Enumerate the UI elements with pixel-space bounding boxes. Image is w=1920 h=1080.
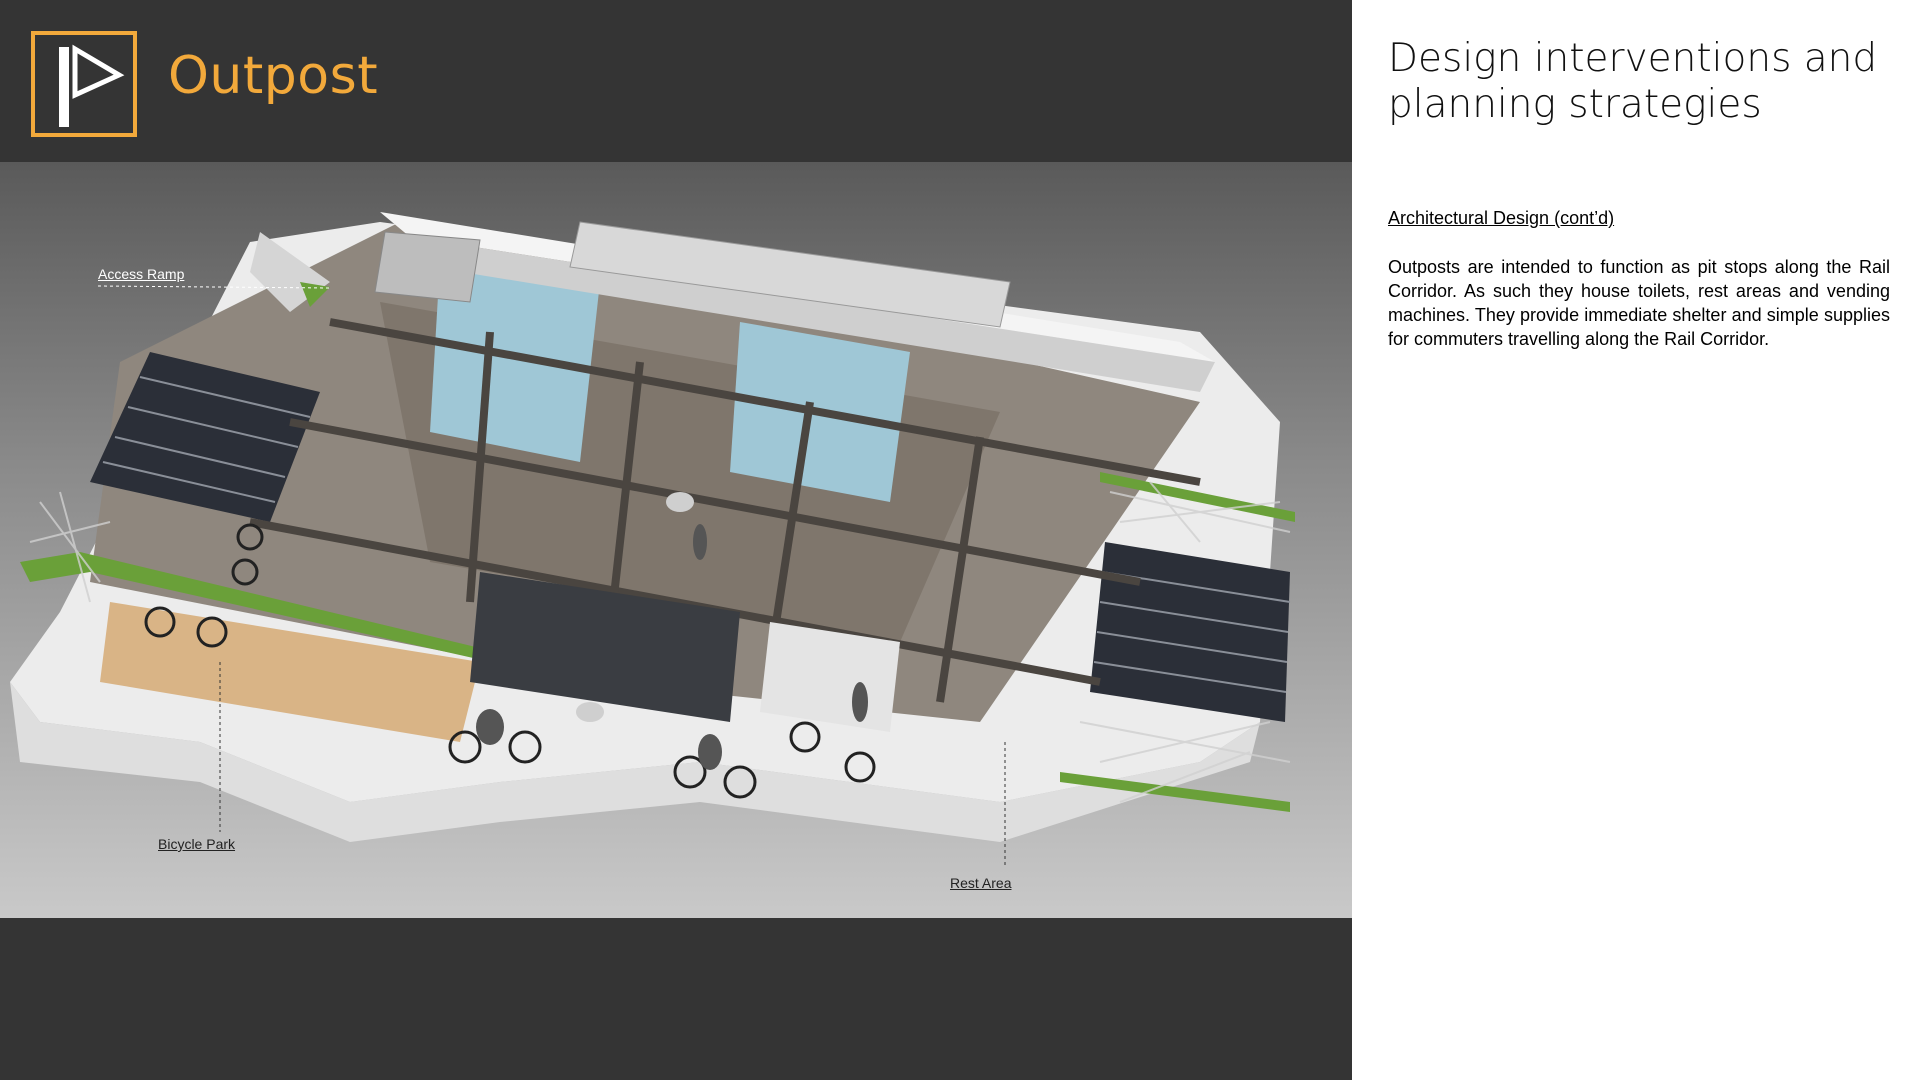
right-panel: Design interventions and planning strate… [1352, 0, 1920, 1080]
body-paragraph: Outposts are intended to function as pit… [1388, 257, 1890, 349]
section-subheading: Architectural Design (cont’d) [1388, 208, 1615, 228]
page-title: Design interventions and planning strate… [1388, 36, 1878, 127]
flag-icon [59, 44, 125, 127]
bicycle-park-label: Bicycle Park [158, 836, 236, 852]
building-rendering: Access Ramp Bicycle Park Rest Area [0, 162, 1352, 918]
outpost-axonometric-image [10, 212, 1295, 867]
brand-title: Outpost [168, 46, 379, 106]
left-panel: Outpost [0, 0, 1352, 1080]
logo [31, 31, 137, 137]
rest-area-label: Rest Area [950, 875, 1012, 891]
access-ramp-label: Access Ramp [98, 266, 185, 282]
